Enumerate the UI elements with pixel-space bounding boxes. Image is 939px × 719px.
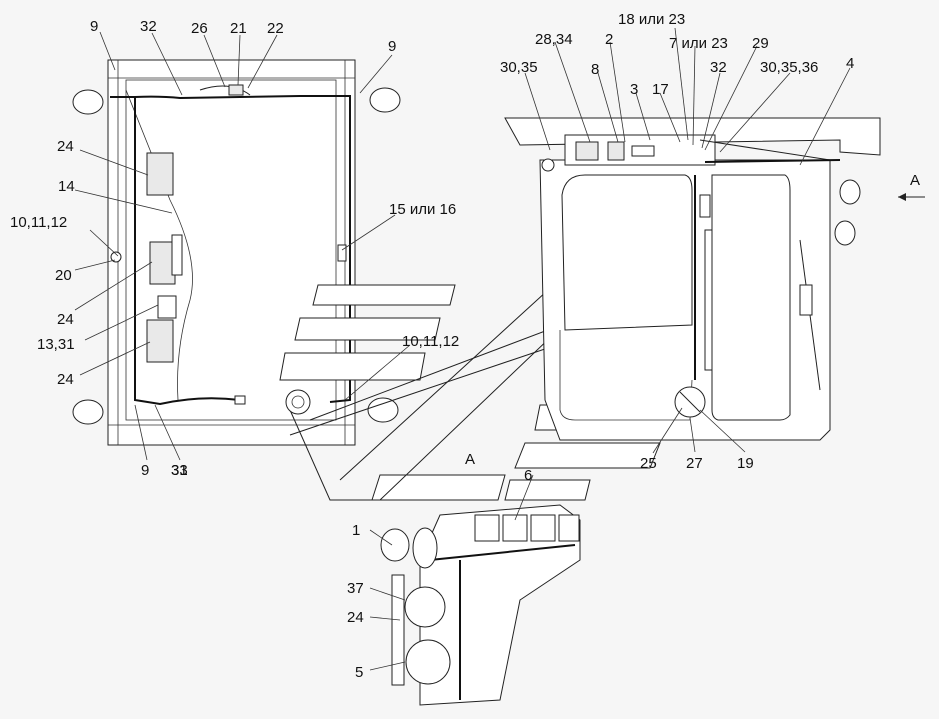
mirror-round-bottom: [285, 389, 311, 415]
callout-10-11-12-mid: 10,11,12: [402, 333, 459, 350]
connector-strip: [171, 234, 183, 276]
detail-harness: [429, 544, 576, 561]
view-a-arrowhead: [898, 193, 906, 201]
callout-4: 4: [846, 55, 854, 72]
roof-harness-side: [704, 159, 841, 163]
callout-10-11-12-left: 10,11,12: [10, 214, 67, 231]
relay-6-a: [474, 514, 500, 542]
roof-harness-main: [110, 95, 351, 403]
callout-29: 29: [752, 35, 769, 52]
callout-17: 17: [652, 81, 669, 98]
bracket-24: [391, 574, 405, 686]
callout-33: 33: [171, 462, 188, 479]
speaker-left: [541, 158, 555, 172]
callout-labels: 9 32 26 21 22 9 24 14 10,11,12 20 24 13,…: [10, 11, 920, 681]
work-lamp-top-left: [72, 89, 104, 115]
callout-2: 2: [605, 31, 613, 48]
callout-18-23: 18 или 23: [618, 11, 685, 28]
callout-25: 25: [640, 455, 657, 472]
harness-branch-top: [199, 85, 251, 96]
callout-20: 20: [55, 267, 72, 284]
roof-inner-outline: [125, 79, 337, 421]
roof-liner-curve: [125, 89, 193, 401]
callout-1: 1: [352, 522, 360, 539]
callout-24-a: 24: [57, 138, 74, 155]
callout-9-top-left: 9: [90, 18, 98, 35]
fuse-holder-pillar: [699, 194, 711, 218]
lamp-5: [405, 639, 451, 685]
callout-27: 27: [686, 455, 703, 472]
callout-21: 21: [230, 20, 247, 37]
callout-8: 8: [591, 61, 599, 78]
callout-31-bottom: 31: [171, 462, 188, 479]
callout-7-23: 7 или 23: [669, 35, 728, 52]
roof-outline: [107, 59, 356, 446]
callout-24-b: 24: [57, 311, 74, 328]
callout-24-c: 24: [57, 371, 74, 388]
side-lamp-upper: [839, 179, 861, 205]
beacon-1: [380, 528, 410, 562]
radio-28-34: [575, 141, 599, 161]
callout-24-d: 24: [347, 609, 364, 626]
work-lamp-bottom-right: [367, 397, 399, 423]
fuse-15-16: [337, 244, 347, 262]
beacon-1-lens: [412, 527, 438, 569]
module-24-lower: [146, 319, 174, 363]
callout-9-top-right: 9: [388, 38, 396, 55]
callout-22: 22: [267, 20, 284, 37]
callout-15-16: 15 или 16: [389, 201, 456, 218]
view-a-marker-label: A: [465, 451, 475, 468]
module-2: [607, 141, 625, 161]
roof-harness-left: [134, 97, 241, 406]
callout-37: 37: [347, 580, 364, 597]
callout-32-right: 32: [710, 59, 727, 76]
callout-26: 26: [191, 20, 208, 37]
callout-30-35: 30,35: [500, 59, 538, 76]
callout-14: 14: [58, 178, 75, 195]
door-window: [561, 174, 693, 331]
module-24-upper: [146, 152, 174, 196]
view-a-arrow-label: A: [910, 172, 920, 189]
callout-13-31: 13,31: [37, 336, 75, 353]
relay-6-d: [558, 514, 580, 542]
rear-window: [711, 174, 791, 421]
side-lamp-lower: [834, 220, 856, 246]
callout-9-bottom: 9: [141, 462, 149, 479]
harness-terminal: [234, 395, 246, 405]
door-lower-panel: [559, 330, 693, 421]
lamp-37: [404, 586, 446, 628]
work-lamp-top-right: [369, 87, 401, 113]
view-a-detail: [380, 504, 581, 706]
panel-8: [631, 145, 655, 157]
mirror-head: [799, 284, 813, 316]
cab-side-view: [504, 117, 925, 441]
module-24-middle: [149, 241, 176, 285]
relay-6-c: [530, 514, 556, 542]
callout-19: 19: [737, 455, 754, 472]
dome-light-21: [228, 84, 244, 96]
leader-lines: [74, 27, 851, 671]
relay-6-b: [502, 514, 528, 542]
switch-block-13-31: [157, 295, 177, 319]
work-lamp-bottom-left: [72, 399, 104, 425]
connector-20: [110, 251, 122, 263]
callout-5: 5: [355, 664, 363, 681]
callout-30-35-36: 30,35,36: [760, 59, 818, 76]
callout-32-top: 32: [140, 18, 157, 35]
roof-top-view: [72, 59, 401, 446]
callout-3: 3: [630, 81, 638, 98]
callout-6: 6: [524, 467, 532, 484]
callout-28-34: 28,34: [535, 31, 573, 48]
